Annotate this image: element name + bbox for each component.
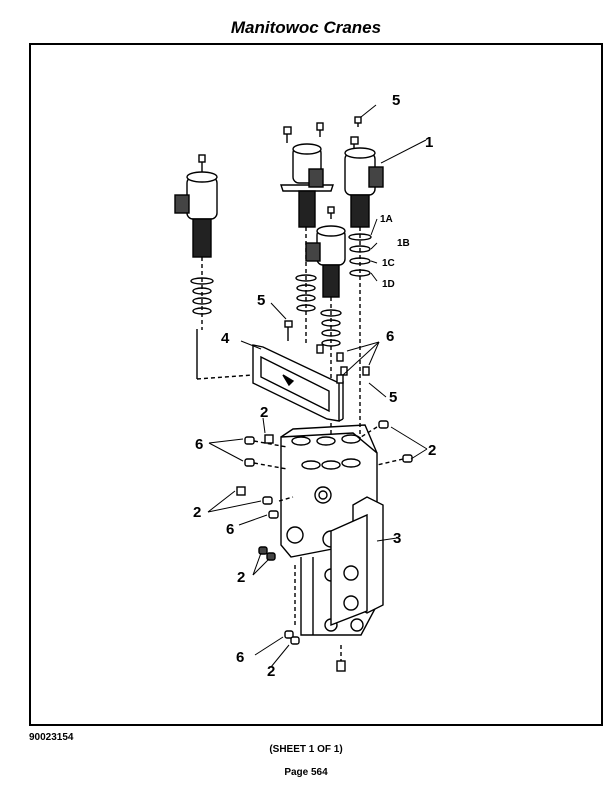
callout-2-right: 2: [428, 442, 436, 459]
callout-1c: 1C: [382, 258, 395, 269]
document-number: 90023154: [29, 732, 74, 743]
mounting-bracket: [252, 344, 344, 422]
callout-6-mid: 6: [226, 521, 234, 538]
callout-2-left: 2: [193, 504, 201, 521]
solenoid-valve-right: [344, 116, 384, 465]
solenoid-valve-center-left: [280, 122, 334, 345]
callout-1: 1: [425, 134, 433, 151]
callout-1b: 1B: [397, 238, 410, 249]
callout-6-top: 6: [386, 328, 394, 345]
exploded-valve-diagram: 5 1 1A 1B 1C 1D 5 4 6 5 2 6 2 2 6 3 2 6 …: [174, 92, 436, 680]
leader-lines: [207, 104, 428, 668]
o-rings-left: [190, 277, 214, 315]
page-header-title: Manitowoc Cranes: [230, 18, 382, 37]
diagram-frame: 5 1 1A 1B 1C 1D 5 4 6 5 2 6 2 2 6 3 2 6 …: [29, 43, 603, 726]
o-rings-center-left: [295, 274, 317, 312]
sheet-indicator: (SHEET 1 OF 1): [269, 744, 343, 755]
callout-5-mid: 5: [389, 389, 397, 406]
valve-mounting-plate: [330, 496, 384, 672]
callout-3: 3: [393, 530, 401, 547]
callout-5-left: 5: [257, 292, 265, 309]
callout-1d: 1D: [382, 279, 395, 290]
callout-1a: 1A: [380, 214, 393, 225]
callout-2-lower: 2: [237, 569, 245, 586]
callout-6-bottom: 6: [236, 649, 244, 666]
callout-6-left: 6: [195, 436, 203, 453]
callout-4: 4: [221, 330, 230, 347]
callout-2-bottom: 2: [267, 663, 275, 680]
o-rings-front: [320, 309, 342, 347]
plugs-and-fittings: [236, 420, 413, 645]
callout-5-top: 5: [392, 92, 400, 109]
o-rings-right: [348, 233, 372, 277]
callout-2-upper: 2: [260, 404, 268, 421]
solenoid-valve-left: [174, 154, 218, 330]
page-number: Page 564: [284, 767, 328, 778]
